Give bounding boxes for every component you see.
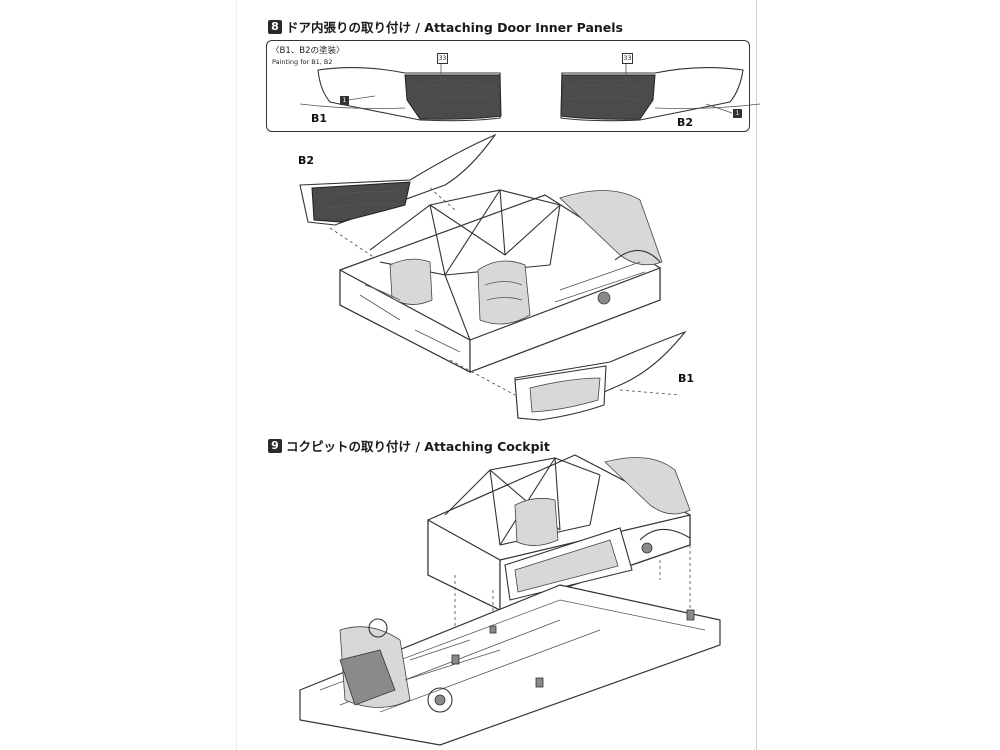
assembly-label-b2: B2 [298, 154, 315, 167]
step-8-heading: 8 ドア内張りの取り付け / Attaching Door Inner Pane… [268, 17, 623, 36]
paint-callout-b1-door: 1 [340, 96, 349, 105]
painting-title-jp: 〈B1、B2の塗装〉 [271, 46, 345, 56]
step-8-title: ドア内張りの取り付け / Attaching Door Inner Panels [286, 20, 623, 35]
step-9-heading: 9 コクピットの取り付け / Attaching Cockpit [268, 436, 550, 455]
paint-callout-b1-panel: 33 [437, 53, 448, 64]
page-edge-line [756, 0, 757, 750]
step-9-number: 9 [268, 438, 282, 453]
step-9-title: コクピットの取り付け / Attaching Cockpit [286, 439, 550, 454]
step-8-number: 8 [268, 19, 282, 34]
assembly-label-b1: B1 [678, 372, 695, 385]
guide-label-b1: B1 [311, 112, 328, 125]
guide-label-b2: B2 [677, 116, 694, 129]
painting-guide-box [266, 40, 750, 132]
paint-callout-b2-panel: 33 [622, 53, 633, 64]
painting-title-en: Painting for B1, B2 [272, 58, 333, 66]
page-edge-line-left [236, 0, 237, 750]
paint-callout-b2-door: 1 [733, 109, 742, 118]
